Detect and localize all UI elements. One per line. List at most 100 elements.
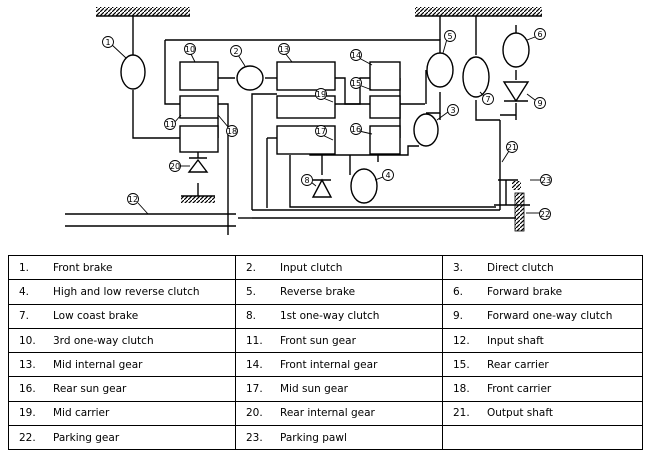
box-18 [369, 125, 401, 155]
planetary-gear-boxes [179, 61, 401, 155]
callout-10: 10 [184, 43, 196, 63]
legend-cell: 13.Mid internal gear [8, 352, 236, 378]
legend-cell: 1.Front brake [8, 254, 236, 281]
svg-text:18: 18 [227, 127, 237, 136]
legend-label: Parking gear [53, 431, 120, 444]
callout-4: 4 [374, 169, 394, 181]
legend-cell: 22. Parking gear [8, 425, 236, 451]
callout-markers: 1 10 2 13 14 15 16 17 19 11 18 20 8 4 3 … [102, 28, 552, 220]
reverse-brake-symbol [426, 52, 454, 88]
callout-3: 3 [436, 104, 459, 121]
legend-cell: 6.Forward brake [442, 279, 643, 305]
callout-20: 20 [169, 160, 190, 172]
legend-label: Rear sun gear [53, 383, 127, 396]
grounded-housing-hatches [96, 7, 542, 232]
svg-text:19: 19 [316, 90, 326, 99]
legend-cell: 3.Direct clutch [442, 254, 643, 281]
low-coast-brake-symbol [462, 56, 490, 98]
one-way-clutch-symbols [187, 81, 530, 198]
legend-label: Rear internal gear [280, 407, 375, 420]
callout-15: 15 [350, 77, 373, 91]
svg-text:1: 1 [105, 38, 110, 47]
legend-label: Forward one-way clutch [487, 310, 613, 323]
legend-label: Front brake [53, 261, 113, 274]
legend-label: 3rd one-way clutch [53, 334, 154, 347]
svg-text:3: 3 [450, 106, 455, 115]
callout-11: 11 [164, 114, 182, 130]
legend-number: 19. [19, 407, 36, 420]
forward-one-way-clutch-symbol [502, 81, 530, 103]
legend-row: 4. High and low reverse clutch 5.Reverse b… [8, 279, 643, 305]
legend-cell: 11.Front sun gear [235, 328, 443, 354]
callout-5: 5 [442, 30, 456, 54]
callout-13: 13 [278, 43, 293, 63]
legend-number: 18. [453, 383, 470, 396]
svg-text:13: 13 [279, 45, 289, 54]
svg-text:6: 6 [537, 30, 542, 39]
callout-19: 19 [315, 88, 334, 103]
legend-label: Output shaft [487, 407, 553, 420]
callout-16: 16 [350, 123, 373, 135]
box-16 [369, 95, 401, 119]
legend-cell: 18.Front carrier [442, 376, 643, 402]
legend-label: Mid sun gear [280, 383, 348, 396]
legend-label: Parking pawl [280, 431, 347, 444]
callout-1: 1 [102, 36, 127, 59]
svg-text:10: 10 [185, 45, 195, 54]
legend-label: High and low reverse clutch [53, 285, 200, 298]
transmission-schematic: 1 10 2 13 14 15 16 17 19 11 18 20 8 4 3 … [65, 7, 552, 235]
legend-label: Front sun gear [280, 334, 356, 347]
svg-text:22: 22 [540, 210, 550, 219]
box-19 [276, 95, 336, 119]
svg-text:23: 23 [541, 176, 551, 185]
legend-number: 3. [453, 261, 464, 274]
svg-text:8: 8 [304, 176, 309, 185]
legend-cell: 12.Input shaft [442, 328, 643, 354]
legend-label: Low coast brake [53, 310, 139, 323]
high-low-reverse-clutch-symbol [350, 168, 378, 204]
svg-text:17: 17 [316, 127, 326, 136]
legend-cell: 14.Front internal gear [235, 352, 443, 378]
callout-12: 12 [127, 193, 149, 215]
legend-number: 22. [19, 431, 36, 444]
legend-cell: 10.3rd one-way clutch [8, 328, 236, 354]
legend-cell: 2.Input clutch [235, 254, 443, 281]
legend-label: 1st one-way clutch [280, 310, 380, 323]
legend-cell: 23.Parking pawl [235, 425, 443, 451]
svg-text:14: 14 [351, 51, 361, 60]
legend-label: Front internal gear [280, 358, 378, 371]
legend-row: 22. Parking gear 23.Parking pawl [8, 425, 643, 451]
svg-text:16: 16 [351, 125, 361, 134]
box-11 [179, 95, 219, 119]
callout-7: 7 [479, 91, 494, 105]
legend-cell: 8.1st one-way clutch [235, 304, 443, 329]
box-20 [179, 125, 219, 153]
callout-21: 21 [501, 141, 518, 163]
legend-cell: 5.Reverse brake [235, 279, 443, 305]
legend-cell: 4. High and low reverse clutch [8, 279, 236, 305]
svg-text:15: 15 [351, 79, 361, 88]
legend-cell: 20.Rear internal gear [235, 401, 443, 427]
legend-number: 6. [453, 285, 464, 298]
legend-label: Input shaft [487, 334, 544, 347]
legend-cell: 21.Output shaft [442, 401, 643, 427]
callout-22: 22 [526, 208, 551, 220]
callout-6: 6 [526, 28, 546, 41]
legend-label: Input clutch [280, 261, 343, 274]
legend-cell: 7.Low coast brake [8, 304, 236, 329]
callout-9: 9 [526, 93, 546, 109]
legend-number: 4. [19, 285, 30, 298]
legend-cell: 9.Forward one-way clutch [442, 304, 643, 329]
input-clutch-symbol [236, 65, 264, 91]
svg-text:12: 12 [128, 195, 138, 204]
callout-14: 14 [350, 49, 373, 66]
legend-cell: 15.Rear carrier [442, 352, 643, 378]
brakes-and-clutches [120, 32, 530, 204]
